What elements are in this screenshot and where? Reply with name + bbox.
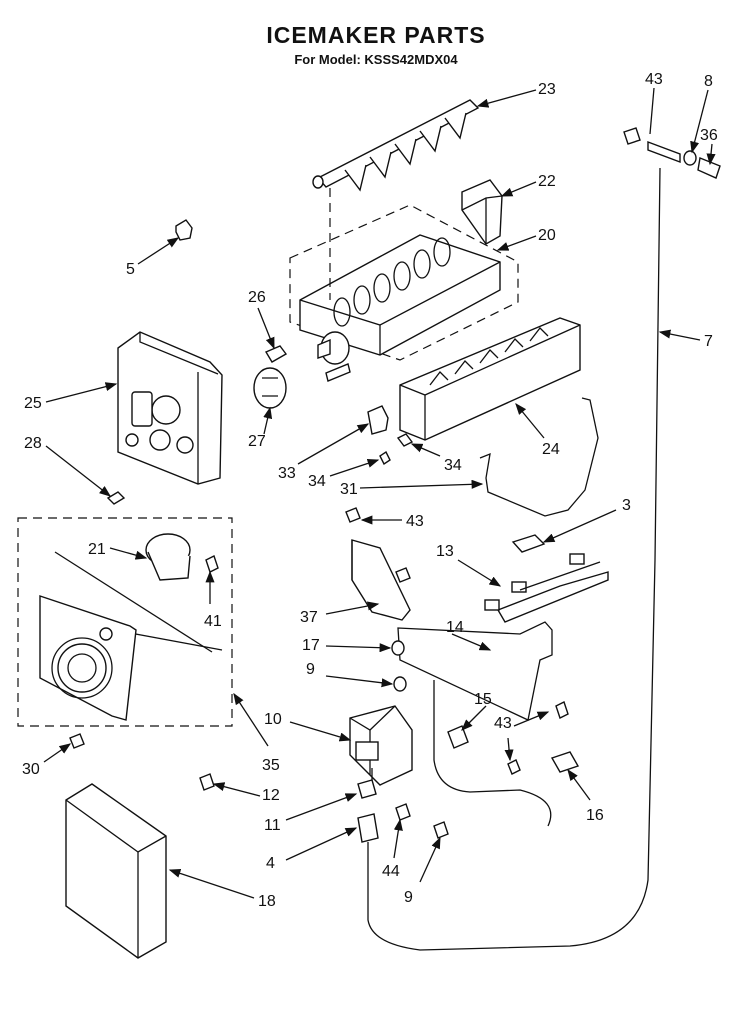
callout-43: 43: [494, 715, 512, 732]
callout-7: 7: [704, 333, 713, 350]
shutoff-arm-part: [479, 397, 599, 517]
screw-part: [205, 555, 219, 573]
callout-28: 28: [24, 435, 42, 452]
nut-part: [391, 640, 405, 656]
callout-36: 36: [700, 127, 718, 144]
inlet-fitting-part: [357, 813, 379, 843]
wire-clip-part: [264, 345, 288, 363]
screw-part: [507, 759, 521, 775]
callout-43: 43: [645, 71, 663, 88]
grommet-part: [199, 773, 215, 791]
screw-part: [345, 507, 361, 523]
callout-30: 30: [22, 761, 40, 778]
mold-heater-part: [399, 317, 581, 441]
callout-12: 12: [262, 787, 280, 804]
motor-module-outline: [17, 517, 233, 727]
callout-34: 34: [308, 473, 326, 490]
callout-43: 43: [406, 513, 424, 530]
model-subtitle: For Model: KSSS42MDX04: [294, 52, 458, 67]
callout-27: 27: [248, 433, 266, 450]
screw-part: [555, 701, 569, 719]
fill-tube-fittings-part: [623, 127, 721, 179]
callout-24: 24: [542, 441, 560, 458]
ice-mold-part: [289, 204, 519, 382]
callout-25: 25: [24, 395, 42, 412]
diagram-title: ICEMAKER PARTS: [266, 22, 486, 48]
screw-part: [69, 733, 85, 749]
callout-5: 5: [126, 261, 135, 278]
callout-4: 4: [266, 855, 275, 872]
callout-15: 15: [474, 691, 492, 708]
screw-part: [433, 821, 449, 839]
washer-part: [393, 676, 407, 692]
callout-11: 11: [264, 817, 281, 834]
wire-harness-part: [484, 553, 609, 623]
fitting-nut-part: [357, 779, 377, 799]
insulation-part: [397, 621, 553, 721]
connector-part: [511, 534, 546, 553]
bracket-part: [367, 405, 389, 435]
callout-26: 26: [248, 289, 266, 306]
callout-20: 20: [538, 227, 556, 244]
screw-part: [396, 433, 414, 447]
valve-bracket-part: [351, 539, 411, 621]
callout-44: 44: [382, 863, 400, 880]
callout-9: 9: [404, 889, 413, 906]
callout-14: 14: [446, 619, 464, 636]
water-line-part: [367, 167, 661, 951]
callout-8: 8: [704, 73, 713, 90]
callout-17: 17: [302, 637, 320, 654]
callout-41: 41: [204, 613, 222, 630]
screw-part: [106, 491, 126, 505]
nut-part: [395, 803, 411, 821]
callout-21: 21: [88, 541, 106, 558]
gear-module-part: [39, 595, 137, 721]
ejector-shaft-part: [312, 99, 480, 192]
callout-22: 22: [538, 173, 556, 190]
drive-motor-part: [145, 533, 191, 581]
water-valve-part: [349, 705, 413, 790]
callout-18: 18: [258, 893, 276, 910]
callout-10: 10: [264, 711, 282, 728]
callout-34: 34: [444, 457, 462, 474]
screw-part: [395, 567, 411, 583]
callout-35: 35: [262, 757, 280, 774]
clamp-part: [550, 751, 580, 773]
thermostat-part: [253, 367, 287, 409]
callout-9: 9: [306, 661, 315, 678]
clip-part: [175, 219, 193, 241]
control-housing-part: [117, 331, 223, 485]
screw-part: [379, 450, 391, 466]
callout-23: 23: [538, 81, 556, 98]
callout-3: 3: [622, 497, 631, 514]
callout-16: 16: [586, 807, 604, 824]
fill-tube-heater-part: [433, 680, 552, 827]
callout-31: 31: [340, 481, 358, 498]
callout-37: 37: [300, 609, 318, 626]
mold-cover-part: [461, 179, 503, 245]
icemaker-cover-box-part: [65, 783, 167, 959]
callout-33: 33: [278, 465, 296, 482]
clip-part: [447, 725, 469, 749]
callout-13: 13: [436, 543, 454, 560]
